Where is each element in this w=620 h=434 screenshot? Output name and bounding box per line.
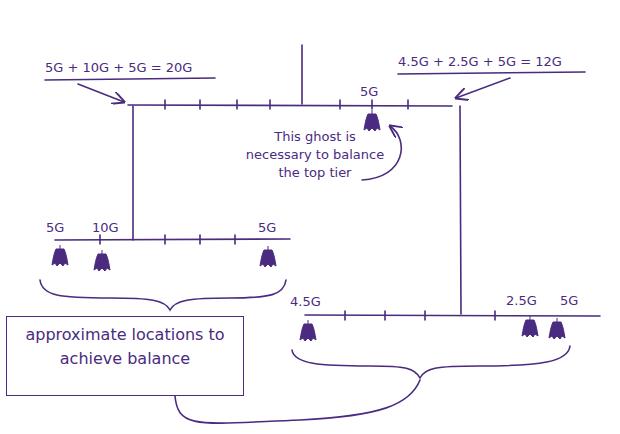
weight-label: 10G (92, 220, 119, 236)
weight-label: 5G (258, 220, 276, 236)
annotation-note: This ghost is necessary to balance the t… (240, 128, 390, 182)
sum-equation: 5G + 10G + 5G = 20G (45, 60, 192, 76)
weight-label: 5G (46, 220, 64, 236)
weight-label: 5G (560, 293, 578, 309)
weight-label: 4.5G (290, 294, 321, 310)
note-box: approximate locations to achieve balance (6, 316, 244, 396)
weight-label: 5G (360, 84, 378, 100)
box-text: approximate locations to achieve balance (15, 323, 235, 371)
weight-label: 2.5G (506, 293, 537, 309)
sum-equation: 4.5G + 2.5G + 5G = 12G (398, 54, 562, 70)
